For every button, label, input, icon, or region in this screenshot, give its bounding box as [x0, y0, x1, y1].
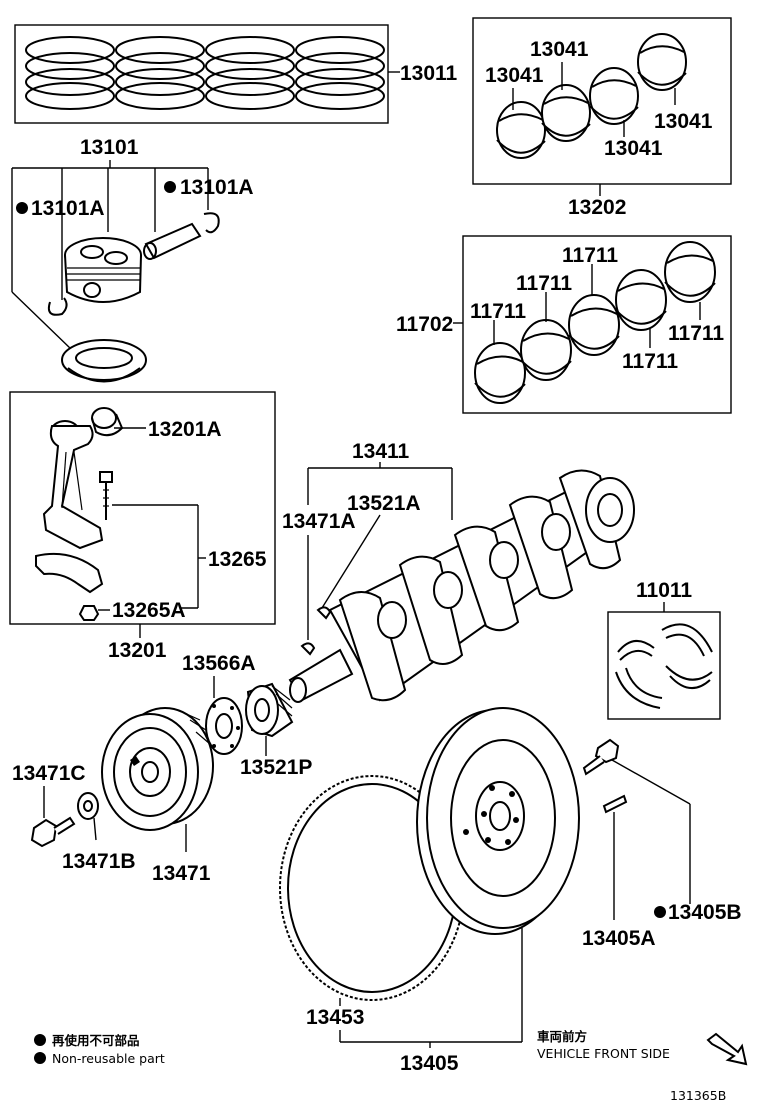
snap-ring-left — [47, 297, 68, 316]
conrod-nut — [78, 605, 100, 621]
flywheel — [416, 707, 580, 935]
piston-ring-set-1 — [25, 36, 115, 110]
crankshaft-timing-gear — [245, 682, 294, 738]
pulley-bolt — [30, 816, 76, 848]
legend: 再使用不可部品 Non-reusable part — [34, 1033, 165, 1066]
conrod-bushing — [91, 407, 124, 437]
piston-ring-set-group: 13011 — [14, 24, 458, 124]
rod-bearing-4 — [637, 33, 687, 91]
label-13405B: 13405B — [668, 901, 742, 924]
crankshaft-pulley-group: 13471 13471B 13471C — [12, 707, 214, 885]
rod-bearing-box — [472, 17, 732, 185]
crankshaft — [288, 469, 635, 703]
snap-ring-right — [203, 212, 220, 234]
label-11702: 11702 — [396, 313, 453, 336]
crank-timing-parts: 13566A 13521P — [182, 652, 312, 779]
non-reusable-dot-13405B — [654, 906, 666, 918]
label-11011: 11011 — [636, 579, 692, 602]
piston-underside-view — [61, 339, 147, 383]
crank-bearing-2 — [520, 319, 572, 381]
label-13521A: 13521A — [347, 492, 421, 515]
label-13521P: 13521P — [240, 756, 312, 779]
label-13471A: 13471A — [282, 510, 356, 533]
connecting-rod-group: 13201A 13265 13265A 13201 — [9, 391, 276, 662]
label-13265: 13265 — [208, 548, 267, 571]
label-13405: 13405 — [400, 1052, 459, 1075]
label-13453: 13453 — [306, 1006, 364, 1029]
label-13011: 13011 — [400, 62, 458, 85]
non-reusable-dot-13101A-left — [16, 202, 28, 214]
label-13101A-right: 13101A — [180, 176, 254, 199]
legend-dot-2 — [34, 1052, 46, 1064]
label-13201: 13201 — [108, 639, 167, 662]
crank-bearing-box — [462, 235, 732, 414]
label-13101A-left: 13101A — [31, 197, 105, 220]
conrod-bolt — [99, 471, 113, 520]
crankshaft-group: 13411 13521A 13471A — [282, 440, 635, 703]
thrust-washer-group: 11011 — [607, 579, 721, 720]
connecting-rod — [42, 420, 104, 550]
label-13101: 13101 — [80, 136, 139, 159]
label-11711-d: 11711 — [622, 350, 678, 373]
vehicle-front-label-en: VEHICLE FRONT SIDE — [537, 1046, 670, 1061]
legend-non-reusable-jp: 再使用不可部品 — [52, 1033, 140, 1048]
non-reusable-dot-13101A-right — [164, 181, 176, 193]
crank-bearing-5 — [664, 241, 716, 303]
crank-bearing-1 — [474, 342, 526, 404]
label-13405A: 13405A — [582, 927, 656, 950]
label-11711-a: 11711 — [470, 300, 526, 323]
label-13265A: 13265A — [112, 599, 186, 622]
piston — [64, 237, 142, 303]
conrod-cap — [35, 552, 104, 594]
flywheel-group: 13405B 13405A 13453 13405 — [279, 707, 742, 1075]
piston-ring-set-2 — [115, 36, 205, 110]
label-13041-a: 13041 — [485, 64, 544, 87]
label-13201A: 13201A — [148, 418, 222, 441]
flywheel-dowel-pin — [602, 794, 628, 814]
thrust-washer-upper-right — [661, 623, 713, 657]
thrust-washer-box — [607, 611, 721, 720]
label-13411: 13411 — [352, 440, 410, 463]
flywheel-bolt — [582, 738, 620, 776]
label-13471C: 13471C — [12, 762, 86, 785]
label-13041-c: 13041 — [604, 137, 663, 160]
label-13471B: 13471B — [62, 850, 136, 873]
crankshaft-pulley — [101, 707, 214, 831]
connecting-rod-bearing-group: 13041 13041 13041 13041 13202 — [472, 17, 732, 219]
crank-bearing-4 — [615, 269, 667, 331]
vehicle-front-indicator: 車両前方 VEHICLE FRONT SIDE — [537, 1029, 748, 1066]
rod-bearing-1 — [496, 101, 546, 159]
label-11711-c: 11711 — [562, 244, 618, 267]
rod-bearing-2 — [541, 84, 591, 142]
conrod-box — [9, 391, 276, 625]
label-13202: 13202 — [568, 196, 626, 219]
label-13041-d: 13041 — [654, 110, 713, 133]
piston-pin — [143, 222, 202, 260]
pulley-washer — [77, 792, 99, 820]
thrust-washer-upper-left — [617, 640, 655, 661]
illustration-code: 131365B — [670, 1088, 726, 1103]
label-11711-e: 11711 — [668, 322, 724, 345]
piston-group: 13101 — [11, 136, 254, 383]
piston-ring-set-3 — [205, 36, 295, 110]
vehicle-front-label-jp: 車両前方 — [537, 1029, 587, 1044]
crank-bearing-3 — [568, 294, 620, 356]
thrust-washer-lower-right — [665, 665, 713, 689]
legend-non-reusable-en: Non-reusable part — [52, 1051, 165, 1066]
piston-ring-set-4 — [295, 36, 385, 110]
vehicle-front-arrow-icon — [706, 1032, 748, 1066]
label-13471: 13471 — [152, 862, 211, 885]
thrust-washer-lower-left — [615, 667, 663, 709]
label-13041-b: 13041 — [530, 38, 589, 61]
label-13566A: 13566A — [182, 652, 256, 675]
label-11711-b: 11711 — [516, 272, 572, 295]
piston-ring-box — [14, 24, 389, 124]
crankshaft-bearing-group: 11711 11711 11711 11711 11711 11702 — [396, 235, 732, 414]
legend-dot-1 — [34, 1034, 46, 1046]
crank-angle-sensor-plate — [205, 697, 243, 755]
rod-bearing-3 — [589, 67, 639, 125]
